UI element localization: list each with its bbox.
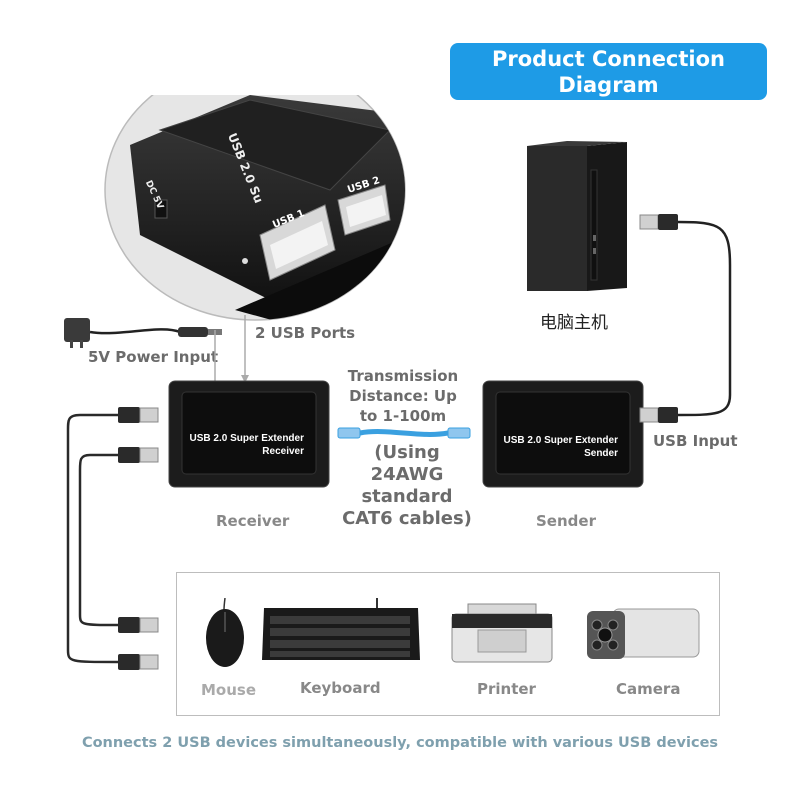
power-leader-line: [214, 330, 216, 382]
receiver-device-icon: [168, 380, 330, 488]
keyboard-icon: [262, 598, 420, 660]
transmission-label: Transmission Distance: Up to 1-100m: [347, 367, 459, 425]
camera-icon: [587, 608, 700, 659]
diagram-title: Product Connection Diagram: [492, 46, 725, 97]
footer-caption: Connects 2 USB devices simultaneously, c…: [81, 735, 719, 751]
device-label-camera: Camera: [616, 680, 681, 698]
cable-note: (Using 24AWG standard CAT6 cables): [342, 442, 472, 529]
power-adapter-icon: [64, 318, 222, 348]
device-label-mouse: Mouse: [201, 681, 257, 699]
title-badge: Product Connection Diagram: [450, 43, 767, 100]
receiver-box-line2: Receiver: [262, 446, 304, 457]
pc-label: 电脑主机: [540, 313, 608, 333]
usb-input-cable-icon: [639, 214, 732, 423]
usb-input-label: USB Input: [653, 432, 738, 450]
sender-box-line1: USB 2.0 Super Extender: [503, 435, 618, 446]
printer-icon: [451, 603, 553, 663]
power-input-label: 5V Power Input: [88, 348, 219, 366]
device-label-printer: Printer: [477, 680, 536, 698]
sender-label: Sender: [536, 512, 596, 530]
receiver-label: Receiver: [216, 512, 290, 530]
detail-leader-line: [241, 315, 249, 383]
sender-box-text: USB 2.0 Super Extender Sender: [502, 434, 618, 460]
receiver-box-line1: USB 2.0 Super Extender: [189, 433, 304, 444]
device-cables-icon: [66, 407, 159, 670]
usb-ports-label: 2 USB Ports: [255, 324, 356, 342]
receiver-box-text: USB 2.0 Super Extender Receiver: [188, 432, 304, 458]
sender-device-icon: [482, 380, 644, 488]
cat6-cable-icon: [337, 427, 471, 439]
sender-box-line2: Sender: [584, 448, 618, 459]
port-detail-circle: [104, 95, 406, 321]
mouse-icon: [206, 598, 244, 667]
device-label-keyboard: Keyboard: [300, 679, 381, 697]
pc-tower-icon: [527, 141, 627, 291]
